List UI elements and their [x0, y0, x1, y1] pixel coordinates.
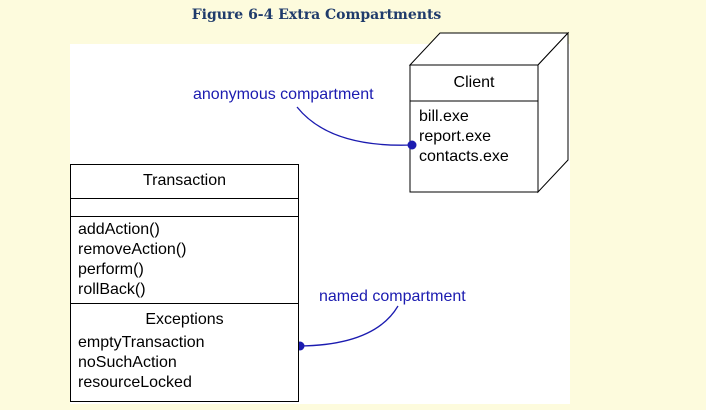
anonymous-connector-dot — [407, 140, 417, 150]
client-name: Client — [453, 74, 495, 91]
operation: addAction() — [78, 221, 160, 238]
exception: resourceLocked — [78, 374, 192, 391]
anonymous-connector — [296, 106, 413, 146]
exceptions-label: Exceptions — [145, 311, 224, 328]
operation: removeAction() — [78, 241, 187, 258]
anonymous-compartment-note: anonymous compartment — [193, 86, 374, 103]
class-name-compartment: Transaction — [71, 165, 298, 199]
operations-compartment: addAction() removeAction() perform() rol… — [71, 217, 298, 304]
named-compartment-note: named compartment — [319, 288, 466, 305]
client-node-front-face — [409, 64, 539, 193]
named-connector — [299, 305, 399, 347]
client-artifact: contacts.exe — [419, 148, 509, 165]
client-artifact: report.exe — [419, 128, 492, 145]
exception: noSuchAction — [78, 354, 177, 371]
attributes-compartment — [71, 199, 298, 217]
class-name: Transaction — [143, 172, 226, 189]
operation: rollBack() — [78, 281, 146, 298]
operation: perform() — [78, 261, 144, 278]
exceptions-compartment: Exceptions emptyTransaction noSuchAction… — [71, 304, 298, 402]
client-artifact: bill.exe — [419, 108, 469, 125]
figure-caption: Figure 6-4 Extra Compartments — [191, 7, 442, 23]
exception: emptyTransaction — [78, 334, 205, 351]
transaction-class: Transaction addAction() removeAction() p… — [70, 164, 299, 402]
